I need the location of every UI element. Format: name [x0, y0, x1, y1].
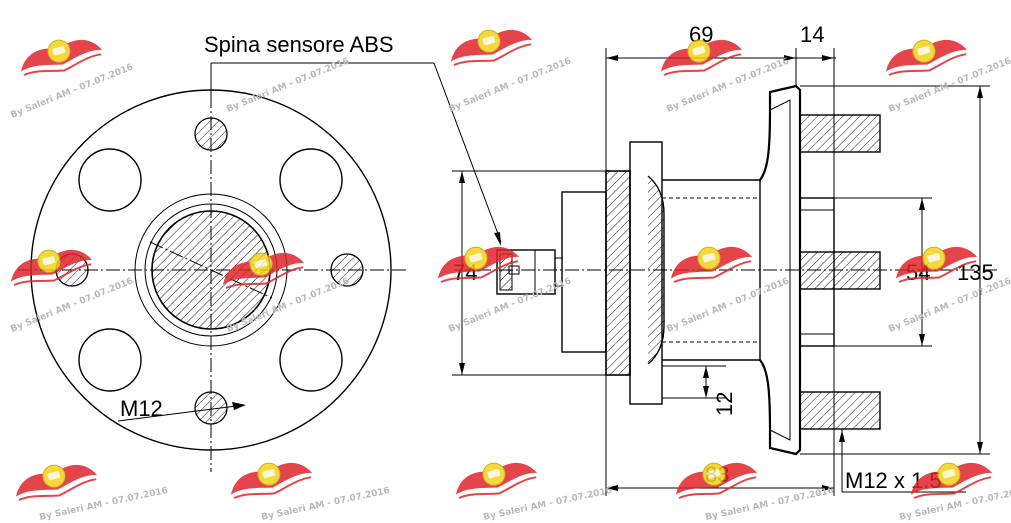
flange-hole — [279, 328, 343, 392]
dim-arrow — [977, 86, 983, 98]
wheel-stud-top — [799, 114, 881, 153]
stud-thread-arrow — [839, 430, 845, 442]
dim-arrow — [822, 485, 834, 491]
watermark-logo — [449, 451, 541, 506]
dim-arrow — [784, 55, 796, 61]
watermark-text: By Saleri AM - 07.07.2016 — [9, 62, 134, 120]
watermark-logo — [14, 28, 106, 83]
dim-arrow — [606, 485, 618, 491]
abs-pin-label: Spina sensore ABS — [204, 32, 394, 57]
front-view: Spina sensore ABS M12 — [18, 32, 502, 472]
watermark-text: By Saleri AM - 07.07.2016 — [225, 56, 350, 114]
watermark-logo — [444, 18, 536, 73]
dim-arrow — [977, 442, 983, 454]
watermark-text: By Saleri AM - 07.07.2016 — [447, 56, 572, 114]
dim-12-label: 12 — [712, 392, 737, 416]
dim-arrow — [919, 198, 925, 210]
dim-arrow — [703, 366, 709, 378]
dim-135-label: 135 — [957, 260, 994, 285]
watermark-logo — [664, 235, 756, 290]
dim-14-label: 14 — [800, 22, 824, 47]
m12-leader — [117, 404, 245, 422]
watermark-text: By Saleri AM - 07.07.2016 — [665, 276, 790, 334]
mount-flange-section — [605, 170, 631, 376]
dim-arrow — [459, 363, 465, 375]
watermark-logo — [9, 453, 101, 508]
watermark-logo — [879, 28, 971, 83]
watermark-text: By Saleri AM - 07.07.2016 — [39, 486, 169, 523]
watermark-logo — [669, 451, 761, 506]
watermark-logo — [224, 451, 316, 506]
flange-hole — [78, 328, 142, 392]
m12-arrow — [232, 402, 246, 410]
abs-leader-diagonal — [433, 62, 502, 243]
abs-connector — [496, 249, 556, 295]
flange-hole — [78, 148, 142, 212]
m12-label: M12 — [120, 396, 163, 421]
dim-arrow — [459, 171, 465, 183]
rear-boss — [561, 191, 607, 353]
wheel-stud-bottom — [799, 391, 881, 430]
flange-hole — [279, 148, 343, 212]
dim-arrow — [606, 55, 618, 61]
dim-arrow — [822, 55, 834, 61]
watermark-text: By Saleri AM - 07.07.2016 — [887, 276, 1011, 334]
diagonal-centerline — [149, 241, 273, 299]
abs-leader-arrow — [494, 232, 501, 246]
dim-arrow — [919, 334, 925, 346]
dim-arrow — [703, 386, 709, 398]
